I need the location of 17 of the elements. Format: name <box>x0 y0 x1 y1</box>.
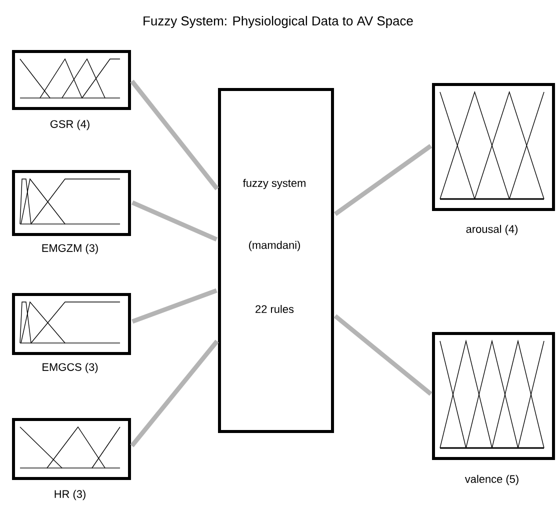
box-label: GSR (4) <box>50 120 90 130</box>
box-label: arousal (4) <box>466 224 518 236</box>
node-label: 22 rules <box>256 304 294 314</box>
connector-line <box>334 314 432 396</box>
box-label: valence (5) <box>464 474 518 486</box>
node-label: (mamdani) <box>248 240 300 252</box>
box-label: HR (3) <box>54 490 86 500</box>
box-label: EMGZM (3) <box>42 244 98 254</box>
connector-line <box>132 288 218 324</box>
title: Fuzzy System: Physiological Data to AV Space <box>144 16 413 28</box>
connector-line <box>130 80 219 190</box>
connector-line <box>131 200 218 242</box>
box-label: EMGCS (3) <box>42 362 98 374</box>
connector-line <box>130 340 219 448</box>
box-text: fuzzy system (mamdani) 22 rules <box>243 178 306 314</box>
node-label: fuzzy system <box>242 178 306 190</box>
connector-line <box>334 144 432 216</box>
